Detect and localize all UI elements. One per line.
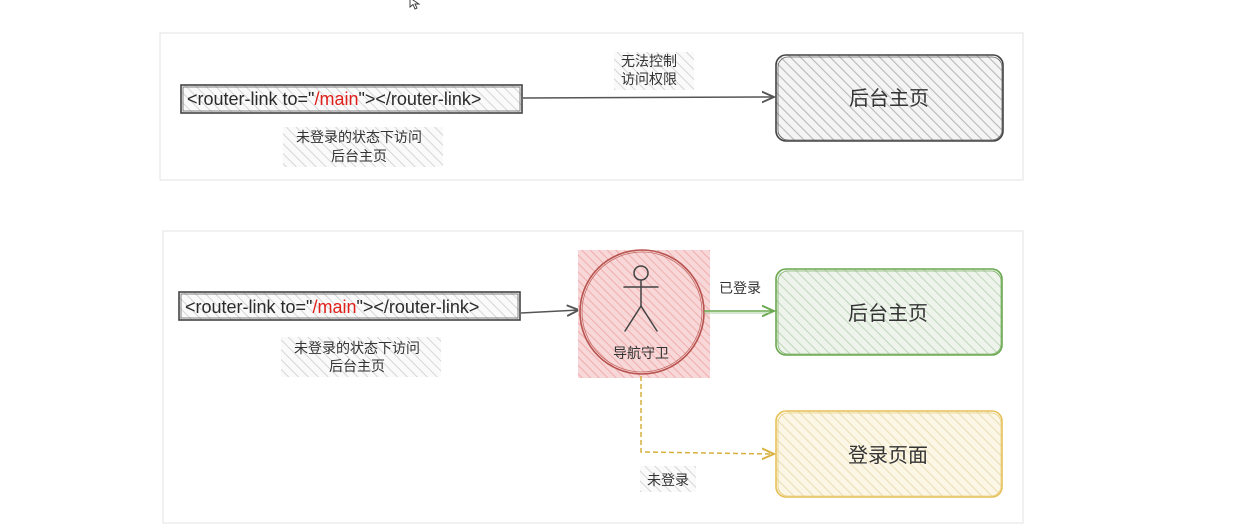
- navigation-guard-node: 导航守卫: [578, 249, 710, 378]
- bottom-router-link-code: <router-link to="/main"></router-link>: [185, 297, 479, 317]
- user-figure-icon: [623, 265, 659, 332]
- guard-label: 导航守卫: [613, 346, 669, 362]
- bottom-code-prefix: <router-link to=": [185, 297, 312, 317]
- guard-circle: [579, 249, 705, 375]
- top-router-link-box: <router-link to="/main"></router-link>: [180, 84, 523, 114]
- top-code-suffix: "></router-link>: [358, 89, 481, 109]
- bottom-caption-line2: 后台主页: [329, 359, 385, 375]
- top-code-prefix: <router-link to=": [187, 89, 314, 109]
- top-caption-hatch: [283, 127, 443, 167]
- mouse-cursor-icon: [409, 0, 421, 10]
- to-guard-arrow: [520, 310, 579, 313]
- top-code-path: /main: [314, 89, 358, 109]
- top-panel: <router-link to="/main"></router-link> 未…: [159, 32, 1024, 181]
- top-backend-home-label: 后台主页: [849, 86, 929, 110]
- bottom-caption-line1: 未登录的状态下访问: [294, 341, 420, 357]
- logged-out-label: 未登录: [647, 473, 689, 489]
- login-page-box: 登录页面: [775, 410, 1003, 498]
- logged-in-backend-home-box: 后台主页: [775, 268, 1003, 356]
- top-caption-line1: 未登录的状态下访问: [296, 130, 422, 146]
- bottom-panel: <router-link to="/main"></router-link> 未…: [162, 230, 1024, 524]
- login-page-label: 登录页面: [848, 443, 928, 467]
- bottom-caption-hatch: [281, 337, 441, 377]
- logged-out-label-hatch: [640, 466, 696, 492]
- top-router-link-code: <router-link to="/main"></router-link>: [187, 89, 481, 109]
- top-arrow-label-line1: 无法控制: [621, 54, 677, 70]
- top-backend-home-box: 后台主页: [775, 54, 1004, 142]
- logged-out-arrow: [640, 376, 774, 454]
- bottom-router-link-box: <router-link to="/main"></router-link>: [178, 291, 521, 321]
- logged-in-label: 已登录: [719, 281, 761, 297]
- top-arrow-label-line2: 访问权限: [621, 72, 677, 88]
- top-arrow: [522, 97, 774, 98]
- logged-in-target-label: 后台主页: [848, 301, 928, 325]
- bottom-code-path: /main: [312, 297, 356, 317]
- top-caption-line2: 后台主页: [331, 149, 387, 165]
- bottom-code-suffix: "></router-link>: [356, 297, 479, 317]
- top-arrow-label-hatch: [614, 52, 694, 90]
